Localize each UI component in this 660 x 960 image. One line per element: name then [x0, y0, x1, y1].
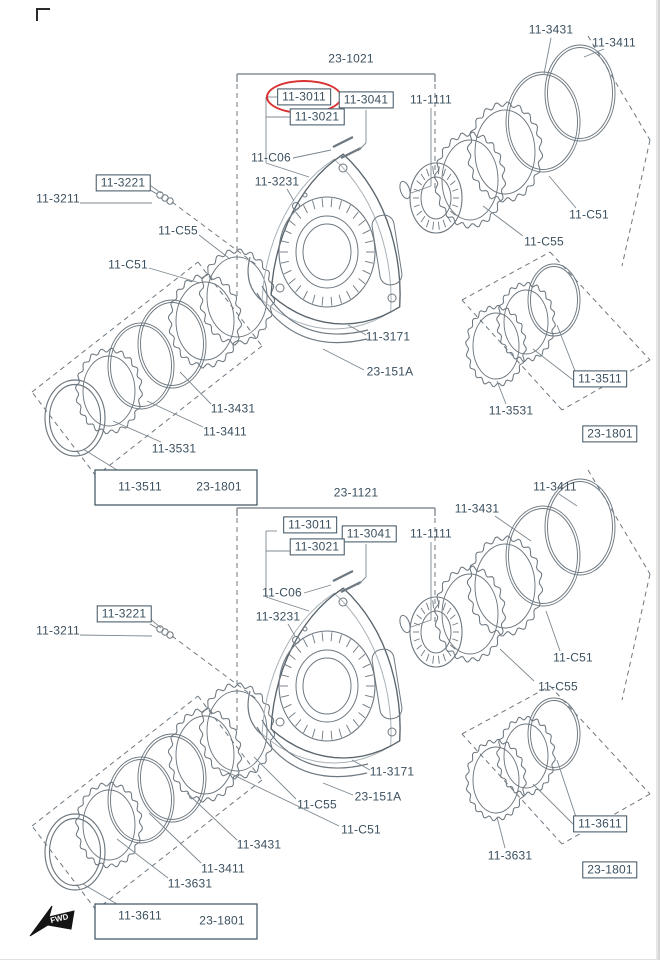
- part-label-upper-23-1801: 23-1801: [196, 479, 242, 494]
- part-label-lower-11-3021: 11-3021: [289, 538, 345, 556]
- part-label-lower-11-3431: 11-3431: [236, 837, 282, 852]
- part-label-upper-11-3531: 11-3531: [151, 441, 197, 456]
- part-label-upper-11-C51: 11-C51: [108, 257, 148, 272]
- part-label-upper-11-3171: 11-3171: [365, 329, 411, 344]
- assembly-title-23-1021: 23-1021: [328, 51, 374, 66]
- part-label-upper-11-3411: 11-3411: [592, 35, 636, 50]
- part-label-lower-11-3411: 11-3411: [533, 479, 577, 494]
- part-label-upper-11-3511: 11-3511: [118, 479, 162, 494]
- part-label-lower-11-3411: 11-3411: [201, 861, 245, 876]
- part-label-lower-11-3431: 11-3431: [454, 501, 500, 516]
- fwd-label: FWD: [49, 912, 69, 925]
- part-label-lower-11-C55: 11-C55: [297, 797, 337, 812]
- part-label-lower-11-3011: 11-3011: [283, 516, 337, 534]
- part-label-upper-11-3011: 11-3011: [277, 88, 331, 106]
- part-label-lower-11-3631: 11-3631: [487, 848, 533, 863]
- part-label-upper-11-C06: 11-C06: [251, 150, 291, 165]
- part-label-lower-11-3211: 11-3211: [36, 623, 80, 638]
- part-label-lower-23-1801: 23-1801: [582, 861, 638, 879]
- part-label-upper-11-3211: 11-3211: [36, 191, 80, 206]
- part-label-upper-11-1111: 11-1111: [410, 92, 452, 107]
- part-label-upper-11-3431: 11-3431: [528, 22, 574, 37]
- part-label-lower-11-3611: 11-3611: [573, 815, 627, 833]
- part-label-upper-11-C55: 11-C55: [158, 223, 198, 238]
- part-label-lower-23-1801: 23-1801: [199, 913, 245, 928]
- part-label-lower-11-1111: 11-1111: [410, 526, 452, 541]
- part-label-upper-11-3041: 11-3041: [338, 91, 394, 109]
- part-label-upper-11-3411: 11-3411: [203, 424, 247, 439]
- part-label-lower-11-3631: 11-3631: [167, 876, 213, 891]
- part-label-lower-11-C06: 11-C06: [262, 585, 302, 600]
- part-label-upper-11-3231: 11-3231: [254, 174, 300, 189]
- part-label-lower-11-3611: 11-3611: [118, 908, 162, 923]
- part-label-lower-11-3221: 11-3221: [96, 605, 152, 623]
- part-label-upper-11-C51: 11-C51: [569, 207, 609, 222]
- part-label-upper-11-3221: 11-3221: [95, 174, 151, 192]
- part-label-lower-11-3041: 11-3041: [341, 525, 397, 543]
- assembly-title-23-1121: 23-1121: [333, 485, 379, 500]
- part-label-upper-23-1801: 23-1801: [582, 425, 638, 443]
- part-label-lower-11-C51: 11-C51: [341, 822, 381, 837]
- part-label-upper-11-3431: 11-3431: [210, 401, 256, 416]
- part-label-upper-11-C55: 11-C55: [524, 234, 564, 249]
- part-label-upper-11-3021: 11-3021: [289, 108, 345, 126]
- part-label-lower-11-C51: 11-C51: [553, 650, 593, 665]
- part-label-upper-11-3531: 11-3531: [488, 403, 534, 418]
- part-label-lower-11-3171: 11-3171: [369, 764, 415, 779]
- part-label-upper-11-3511: 11-3511: [573, 370, 627, 388]
- part-label-upper-23-151A: 23-151A: [366, 364, 414, 379]
- part-label-lower-11-3231: 11-3231: [255, 609, 301, 624]
- part-label-lower-23-151A: 23-151A: [354, 789, 402, 804]
- part-label-lower-11-C55: 11-C55: [538, 679, 578, 694]
